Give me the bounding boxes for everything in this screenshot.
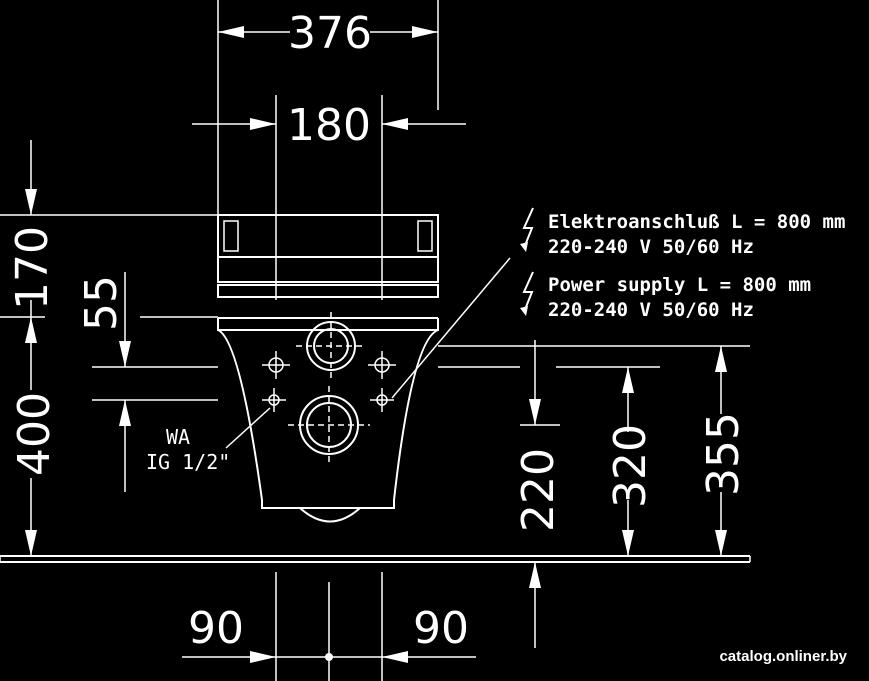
lightning-icon (522, 207, 534, 249)
dim-400-label: 400 (9, 392, 60, 476)
power-leader-line (391, 257, 511, 399)
toilet-cistern (217, 214, 439, 331)
left-extension-lines (0, 214, 218, 401)
dim-320-label: 320 (605, 424, 656, 508)
dim-90-right-label: 90 (413, 603, 469, 654)
dim-355-label: 355 (698, 412, 749, 496)
dim-170-label: 170 (7, 226, 58, 310)
lower-circle (288, 386, 370, 466)
dim-90-left: 90 (182, 603, 382, 663)
dim-376-label: 376 (288, 8, 372, 59)
watermark: catalog.onliner.by (719, 648, 847, 665)
top-extension-lines (217, 0, 439, 300)
right-extension-lines (438, 345, 750, 426)
dim-400: 400 (9, 317, 60, 556)
upper-circle (296, 312, 366, 380)
dim-170: 170 (7, 140, 58, 317)
note-en-line1: Power supply L = 800 mm (548, 274, 811, 296)
dim-90-right: 90 (382, 603, 476, 663)
toilet-bowl (217, 329, 439, 523)
lightning-icon (522, 271, 534, 313)
dim-55-label: 55 (76, 275, 127, 331)
dim-180: 180 (192, 100, 466, 151)
dim-55: 55 (76, 272, 131, 492)
floor-line (0, 555, 751, 563)
ig-label: IG 1/2" (146, 450, 230, 474)
dim-180-label: 180 (287, 100, 371, 151)
wa-leader-line (225, 407, 271, 449)
dim-376: 376 (218, 8, 438, 59)
dim-320: 320 (605, 367, 656, 556)
dim-220-label: 220 (513, 448, 564, 532)
bottom-extension-lines (275, 572, 383, 681)
dim-90-left-label: 90 (188, 603, 244, 654)
power-note-en: Power supply L = 800 mm 220-240 V 50/60 … (520, 271, 811, 321)
dim-355: 355 (698, 346, 749, 556)
wa-label: WA (166, 425, 190, 449)
fixing-bolts (262, 351, 396, 412)
note-en-line2: 220-240 V 50/60 Hz (548, 299, 754, 321)
note-de-line1: Elektroanschluß L = 800 mm (548, 211, 845, 233)
power-note-de: Elektroanschluß L = 800 mm 220-240 V 50/… (520, 207, 845, 258)
note-de-line2: 220-240 V 50/60 Hz (548, 236, 754, 258)
dim-220: 220 (513, 340, 564, 648)
